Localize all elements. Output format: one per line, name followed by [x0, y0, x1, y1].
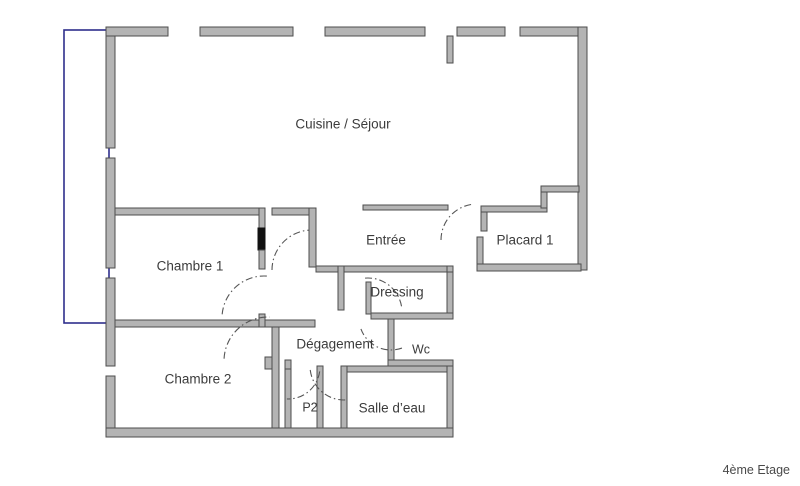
wc-left-wall: [387, 318, 395, 367]
placard-left-wall-lower: [476, 236, 484, 269]
dressing-right-wall: [446, 271, 454, 315]
top-wall-seg-4: [456, 26, 506, 37]
room-label-degagement: Dégagement: [296, 337, 374, 352]
stub-wall-top-center: [446, 35, 454, 64]
room-label-salle-d-eau: Salle d’eau: [359, 401, 426, 416]
door-degagement-north: [221, 275, 268, 315]
left-outer-wall-mid: [105, 157, 116, 269]
door-swings-layer: [221, 203, 473, 401]
floor-caption: 4ème Etage: [723, 463, 790, 477]
dressing-door-jamb: [365, 281, 372, 315]
salle-right-wall: [446, 365, 454, 429]
entree-south-wall: [315, 265, 454, 273]
wc-south-wall: [387, 359, 454, 367]
chambre2-right-wall: [271, 326, 280, 429]
salle-left-wall: [340, 365, 348, 429]
placard-left-wall-upper: [480, 210, 488, 232]
room-label-wc: Wc: [412, 342, 430, 356]
p2-top-stub: [284, 359, 292, 370]
bottom-wall: [105, 427, 454, 438]
p2-left-wall: [284, 365, 292, 429]
salle-top-wall: [340, 365, 454, 373]
room-label-chambre-2: Chambre 2: [165, 372, 232, 387]
chambre1-south-right: [264, 319, 316, 328]
p2-right-wall: [316, 365, 324, 429]
top-wall-seg-1: [105, 26, 169, 37]
dressing-south-wall: [370, 312, 454, 320]
chambre1-right-wall: [308, 207, 317, 268]
right-outer-wall: [577, 26, 588, 271]
placard-bottom-wall: [476, 263, 582, 272]
left-outer-wall-upper: [105, 35, 116, 149]
door-salle-d-eau: [309, 368, 346, 401]
cuisine-south-wall: [114, 207, 266, 216]
top-wall-seg-2: [199, 26, 294, 37]
chambre1-south-wall: [114, 319, 266, 328]
walls-layer: [105, 26, 588, 438]
chambre1-south-stub: [258, 313, 266, 328]
closet-c1-black: [257, 227, 266, 251]
top-wall-seg-3: [324, 26, 426, 37]
placard-top-wall: [480, 205, 548, 213]
dressing-left-wall: [337, 265, 345, 311]
door-wc: [360, 328, 403, 351]
room-label-cuisine-sejour: Cuisine / Séjour: [295, 117, 391, 132]
door-placard1: [440, 203, 473, 241]
room-label-dressing: Dressing: [370, 285, 423, 300]
room-label-chambre-1: Chambre 1: [157, 259, 224, 274]
door-p2: [286, 371, 321, 400]
room-label-placard-1: Placard 1: [496, 233, 553, 248]
door-dressing: [364, 277, 403, 310]
door-chambre1: [271, 229, 309, 271]
door-chambre2: [223, 316, 270, 359]
closet-c1-vert-lower: [258, 249, 266, 270]
room-label-p2: P2: [302, 400, 317, 414]
top-wall-seg-5: [519, 26, 588, 37]
entree-free-wall: [362, 204, 449, 211]
room-label-entree: Entrée: [366, 233, 406, 248]
degagement-west-jamb: [264, 356, 273, 370]
left-outer-wall-lower: [105, 277, 116, 367]
placard-notch-top: [540, 185, 580, 193]
